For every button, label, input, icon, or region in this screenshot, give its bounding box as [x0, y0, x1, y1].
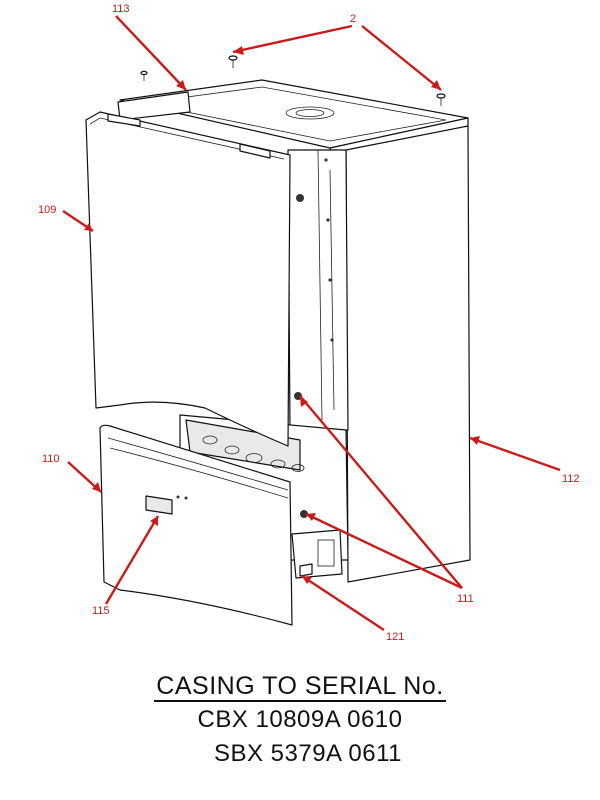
callout-109: 109 [38, 204, 56, 216]
top-screws [140, 55, 446, 106]
callout-2: 2 [350, 13, 356, 25]
callout-110: 110 [42, 453, 60, 465]
screw-rear [140, 70, 148, 81]
caption-serial-sbx: SBX 5379A 0611 [213, 740, 403, 767]
callout-111: 111 [457, 593, 474, 605]
callout-113: 113 [112, 3, 130, 15]
front-door-panel [85, 111, 291, 447]
callout-labels: 113 2 109 110 112 111 115 121 [38, 3, 580, 643]
leaders [62, 15, 561, 632]
screw-right [436, 93, 446, 106]
lower-cover-panel [99, 424, 293, 626]
callout-115: 115 [92, 605, 110, 617]
caption-serial-cbx: CBX 10809A 0610 [197, 706, 403, 733]
clip-121 [299, 563, 313, 577]
callout-121: 121 [386, 631, 404, 643]
caption-title-text: CASING TO SERIAL No. [154, 672, 446, 702]
caption-title: CASING TO SERIAL No. [0, 672, 600, 702]
callout-112: 112 [562, 473, 580, 485]
screw-left [228, 55, 238, 68]
